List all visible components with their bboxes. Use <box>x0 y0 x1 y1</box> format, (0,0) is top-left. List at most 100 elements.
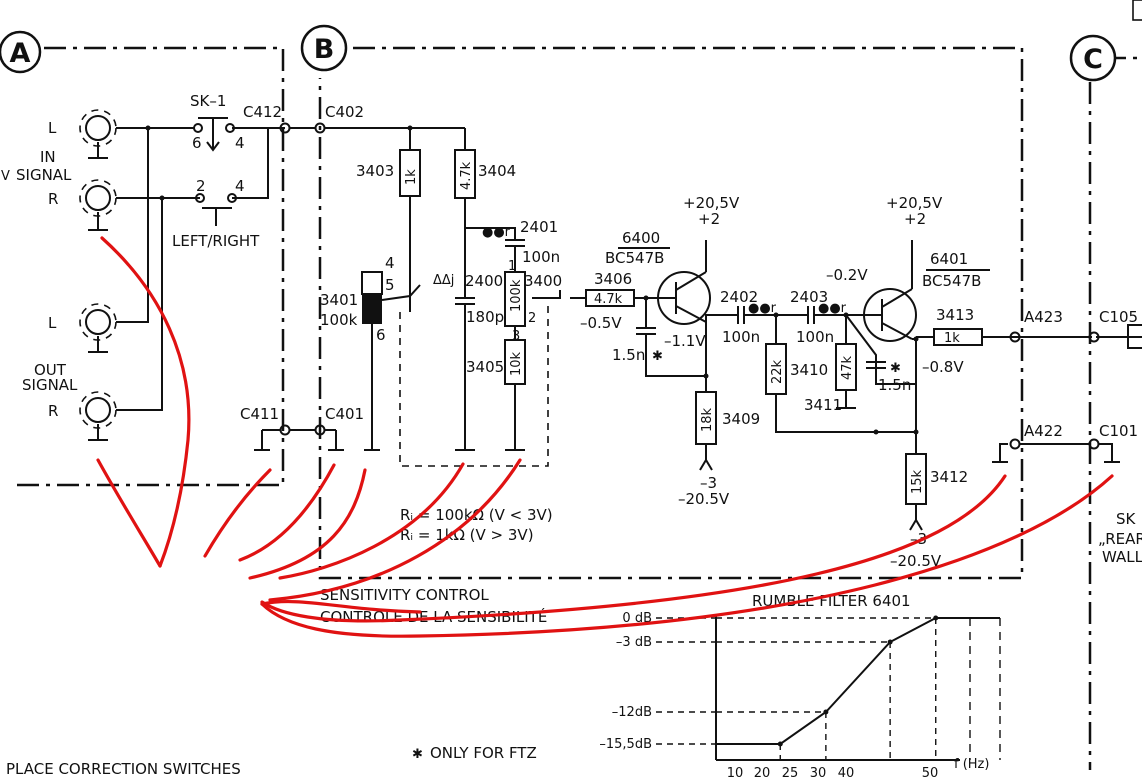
svg-text:3412: 3412 <box>930 468 968 486</box>
svg-text:100n: 100n <box>722 328 760 346</box>
svg-text:A422: A422 <box>1024 422 1063 440</box>
svg-text:180p: 180p <box>466 308 504 326</box>
svg-text:3409: 3409 <box>722 410 760 428</box>
lr-pin-b: 4 <box>235 177 245 195</box>
rumble-response-line <box>716 617 1000 745</box>
rumble-filter-chart: RUMBLE FILTER 6401 f (Hz) 0 dB –3 dB –12… <box>599 592 1001 777</box>
svg-text:3410: 3410 <box>790 361 828 379</box>
y-tick-3: –15,5dB <box>599 737 652 752</box>
v-emit-1: –1.1V <box>664 332 706 350</box>
svg-text:–3: –3 <box>700 474 717 492</box>
svg-text:4.7k: 4.7k <box>594 292 623 307</box>
in-label: IN <box>40 148 56 166</box>
svg-text:–20.5V: –20.5V <box>678 490 730 508</box>
jack-in-l <box>79 109 117 159</box>
x-tick-40: 40 <box>838 766 855 777</box>
section-c-label: C <box>1083 44 1103 75</box>
svg-text:„REAR: „REAR <box>1098 530 1142 548</box>
svg-text:100n: 100n <box>796 328 834 346</box>
red-annotations <box>96 236 1114 638</box>
data-point-2 <box>823 709 829 715</box>
section-a-marker: A <box>0 30 42 74</box>
svg-text:5: 5 <box>385 276 395 294</box>
lr-pin-a: 2 <box>196 177 206 195</box>
chart-xlabel: f (Hz) <box>954 757 989 772</box>
svg-text:1.5n: 1.5n <box>612 346 645 364</box>
svg-text:2402: 2402 <box>720 288 758 306</box>
ri-line-2: Rᵢ = 1kΩ (V > 3V) <box>400 526 534 544</box>
connector-c401: C401 <box>314 405 364 436</box>
jack-out-r <box>79 391 117 441</box>
place-note: PLACE CORRECTION SWITCHES <box>6 760 241 777</box>
svg-text:+20,5V: +20,5V <box>886 194 943 212</box>
connector-c101: C101 <box>1088 422 1138 450</box>
svg-text:3411: 3411 <box>804 396 842 414</box>
svg-text:3: 3 <box>512 329 520 344</box>
resistor-3410: 22k 3410 <box>765 343 828 395</box>
switch-sk1: SK–1 6 4 <box>190 92 245 152</box>
in-r-label: R <box>48 190 58 208</box>
in-l-label: L <box>48 119 57 137</box>
data-point-4 <box>933 615 939 621</box>
svg-text:1k: 1k <box>944 331 960 346</box>
transistor-6401: 6401 BC547B <box>862 240 990 460</box>
svg-text:6400: 6400 <box>622 229 660 247</box>
c411-label: C411 <box>240 405 279 423</box>
svg-text:+2: +2 <box>904 210 926 228</box>
svg-text:18k: 18k <box>700 407 715 432</box>
svg-text:22k: 22k <box>770 359 785 384</box>
y-tick-1: –3 dB <box>616 635 652 650</box>
frame-c <box>1088 56 1142 770</box>
svg-text:ΔΔj: ΔΔj <box>433 273 454 288</box>
r3403-label: 3403 <box>356 162 394 180</box>
c402-label: C402 <box>325 103 364 121</box>
section-c-marker: C <box>1069 34 1117 82</box>
svg-text:✱: ✱ <box>890 361 901 376</box>
svg-text:6401: 6401 <box>930 250 968 268</box>
sk1-label: SK–1 <box>190 92 226 110</box>
svg-text:+2: +2 <box>698 210 720 228</box>
ftz-note: ONLY FOR FTZ <box>430 744 537 762</box>
resistor-3405: 10k 3405 <box>466 339 526 385</box>
jack-in-r <box>79 179 117 231</box>
resistor-3411: 47k 3411 <box>804 343 857 414</box>
svg-text:3400: 3400 <box>524 272 562 290</box>
switch-3401: 4 5 6 3401 100k <box>320 254 395 344</box>
capacitor-2401: 2401 100n ●●r <box>482 218 560 266</box>
out-l-label: L <box>48 314 57 332</box>
svg-text:A423: A423 <box>1024 308 1063 326</box>
connector-c105: C105 <box>1088 308 1138 343</box>
svg-text:2: 2 <box>528 311 536 326</box>
capacitor-15n-1: 1.5n ✱ <box>612 298 706 377</box>
x-tick-10: 10 <box>727 766 744 777</box>
connector-a422: A422 <box>1009 422 1063 450</box>
v-base-2: –0.2V <box>826 266 868 284</box>
svg-text:2400: 2400 <box>465 272 503 290</box>
x-tick-25: 25 <box>782 766 799 777</box>
sensitivity-caption-en: SENSITIVITY CONTROL <box>320 586 489 604</box>
svg-text:BC547B: BC547B <box>922 272 981 290</box>
svg-text:15k: 15k <box>910 469 925 494</box>
svg-text:6: 6 <box>376 326 386 344</box>
c412-label: C412 <box>243 103 282 121</box>
svg-text:3405: 3405 <box>466 358 504 376</box>
ftz-asterisk: ✱ <box>412 747 423 762</box>
svg-text:●●r: ●●r <box>482 225 511 240</box>
resistor-3403: 1k 3403 <box>356 149 421 197</box>
section-b-label: B <box>314 34 335 65</box>
v-out: –0.8V <box>922 358 964 376</box>
svg-text:+20,5V: +20,5V <box>683 194 740 212</box>
out-label: OUT <box>34 361 67 379</box>
sw3401-label: 3401 <box>320 291 358 309</box>
x-tick-50: 50 <box>922 766 939 777</box>
svg-text:1k: 1k <box>404 169 419 185</box>
svg-text:10k: 10k <box>509 351 524 376</box>
resistor-3409: 18k 3409 <box>695 391 760 445</box>
capacitor-15n-2: 1.5n ✱ <box>866 361 911 394</box>
svg-text:–20.5V: –20.5V <box>890 552 942 570</box>
svg-text:1.5n: 1.5n <box>878 376 911 394</box>
frame-a <box>10 46 285 487</box>
capacitor-2403: 2403 100n ●●r <box>790 288 847 346</box>
jack-out-l <box>79 303 117 353</box>
sk1-pin-a: 6 <box>192 134 202 152</box>
